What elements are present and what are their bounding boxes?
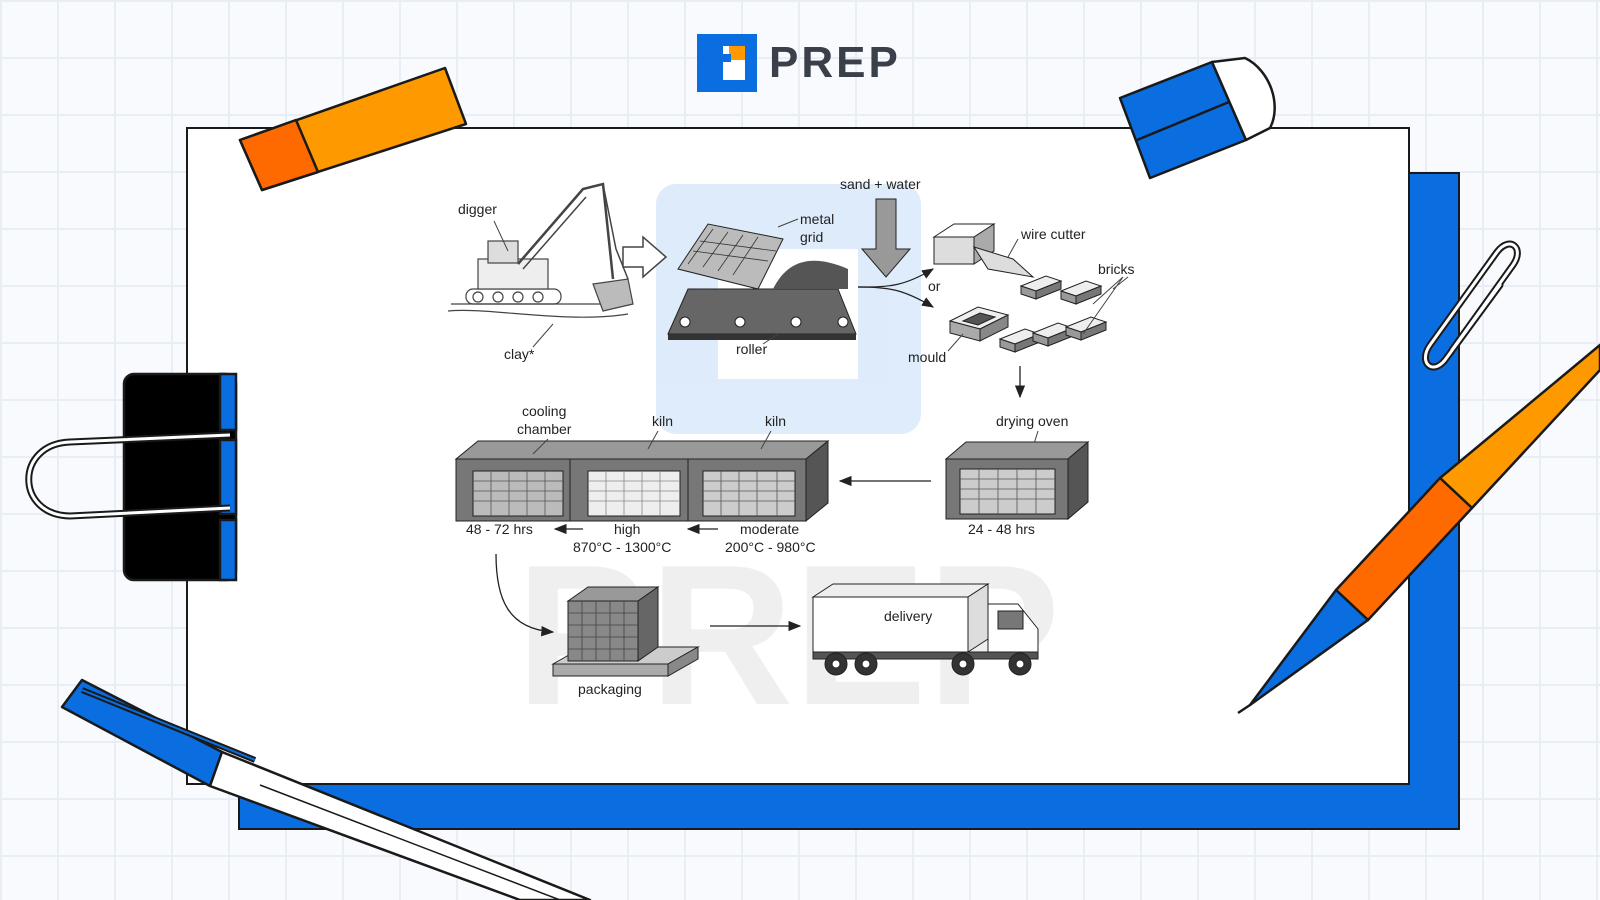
label-moderate: moderate <box>740 521 799 537</box>
label-packaging: packaging <box>578 681 642 697</box>
label-cooling: cooling <box>522 403 566 419</box>
label-drying-time: 24 - 48 hrs <box>968 521 1035 537</box>
diagram-paper: PREP digger clay* <box>186 127 1410 785</box>
label-bricks: bricks <box>1098 261 1135 277</box>
label-kiln-moderate: kiln <box>765 413 786 429</box>
label-wire-cutter: wire cutter <box>1020 226 1086 242</box>
label-chamber: chamber <box>517 421 572 437</box>
label-digger: digger <box>458 201 497 217</box>
kiln-tunnel-illustration <box>454 439 830 523</box>
label-grid: grid <box>800 229 823 245</box>
wire-cutter-illustration <box>932 223 1103 305</box>
label-kiln-high: kiln <box>652 413 673 429</box>
prep-logo-icon <box>697 34 757 92</box>
label-clay: clay* <box>504 346 535 362</box>
metal-grid-roller-illustration <box>667 223 857 340</box>
hollow-arrow-icon <box>622 235 668 279</box>
packaging-illustration <box>551 586 700 677</box>
label-roller: roller <box>736 341 767 357</box>
label-moderate-temp: 200°C - 980°C <box>725 539 816 555</box>
label-high-temp: 870°C - 1300°C <box>573 539 671 555</box>
brand-name: PREP <box>769 38 901 87</box>
arrow-to-mould <box>857 286 935 308</box>
down-arrow-icon <box>860 198 912 278</box>
label-drying-oven: drying oven <box>996 413 1068 429</box>
label-or: or <box>928 278 941 294</box>
label-delivery: delivery <box>884 608 932 624</box>
label-sand-water: sand + water <box>840 176 921 192</box>
delivery-truck-illustration <box>811 583 1039 676</box>
label-metal: metal <box>800 211 834 227</box>
digger-illustration <box>447 182 634 318</box>
brand-logo: PREP <box>697 34 901 92</box>
arrow-to-packaging <box>495 553 555 637</box>
label-cooling-time: 48 - 72 hrs <box>466 521 533 537</box>
mould-illustration <box>948 306 1108 353</box>
label-mould: mould <box>908 349 946 365</box>
label-high: high <box>614 521 640 537</box>
brick-manufacturing-process-diagram: PREP digger clay* <box>447 176 1135 747</box>
drying-oven-illustration <box>944 440 1090 521</box>
